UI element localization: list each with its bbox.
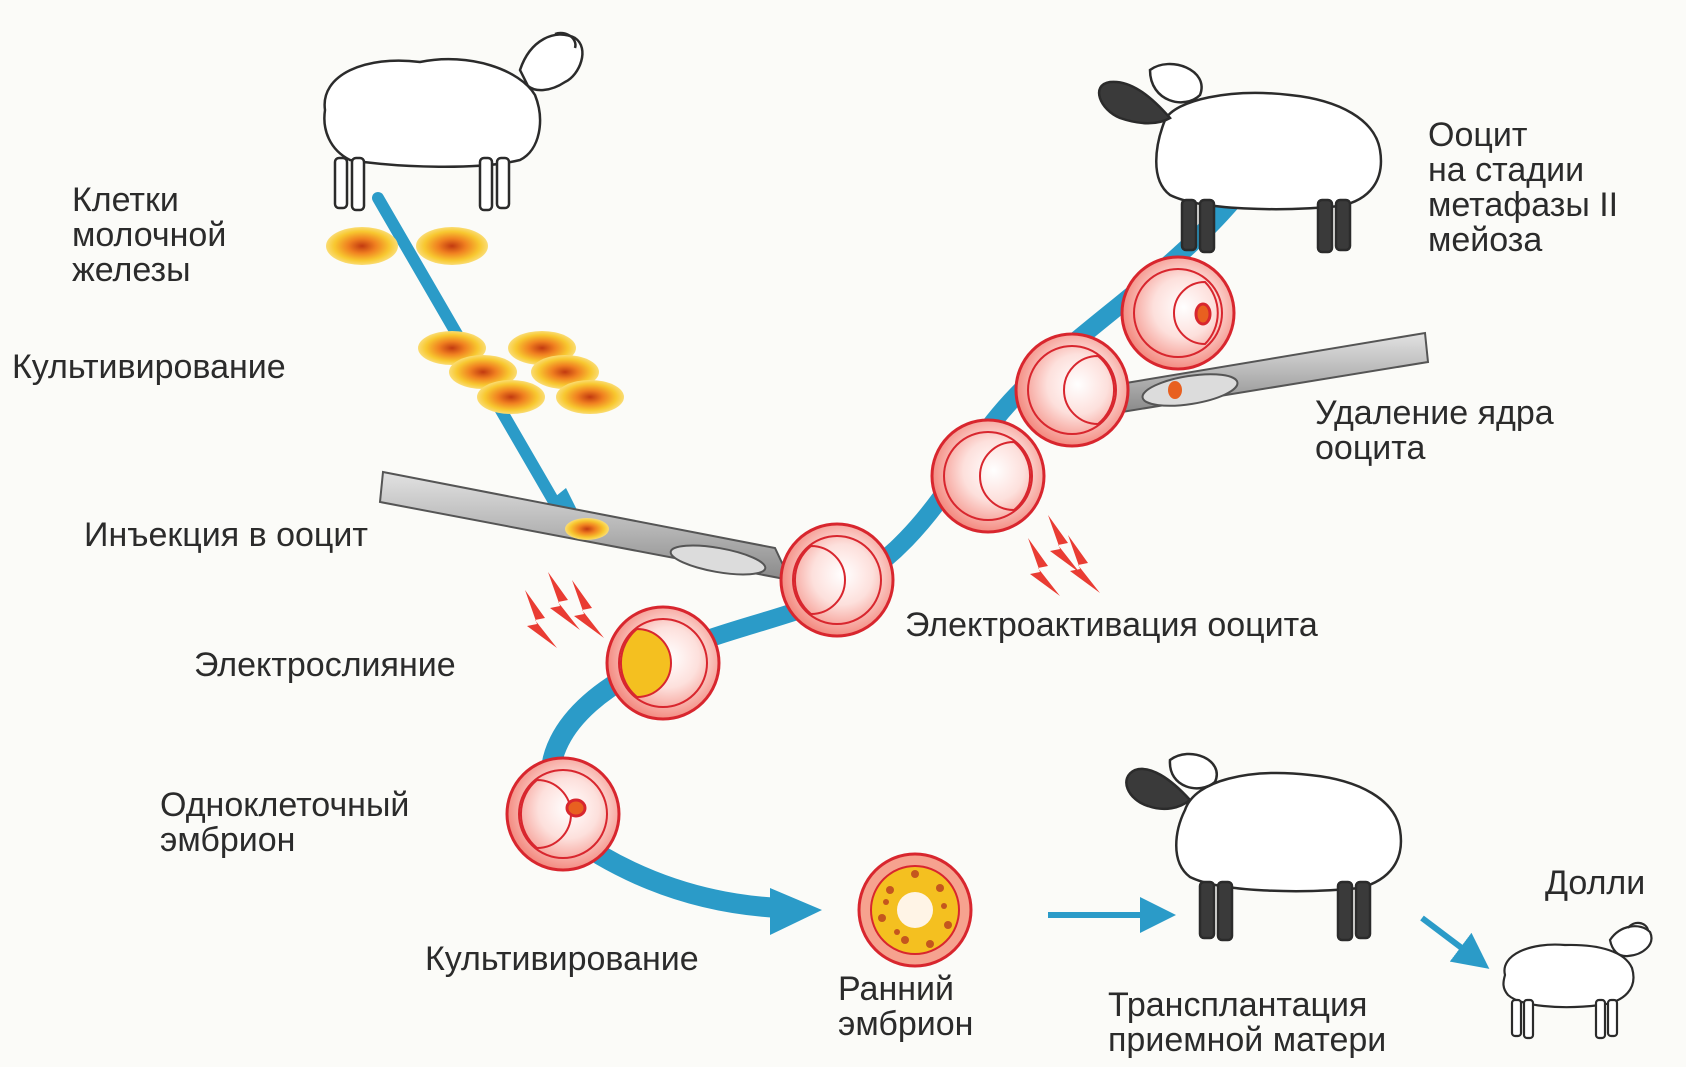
label-injection: Инъекция в ооцит: [84, 518, 368, 553]
donor-cell: [556, 380, 624, 414]
surrogate-sheep-icon: [1126, 754, 1401, 940]
label-electroactivation: Электроактивация ооцита: [905, 608, 1318, 643]
donor-cell: [416, 227, 488, 265]
spark-icon: [548, 572, 580, 630]
donor-sheep-icon: [324, 33, 582, 210]
path-embryo-to-cultivation: [600, 855, 780, 908]
label-early-embryo: Ранний эмбрион: [838, 972, 973, 1042]
label-cultivation-top: Культивирование: [12, 350, 286, 385]
spark-icon: [1048, 515, 1080, 573]
label-oocyte-metaphase: Ооцит на стадии метафазы II мейоза: [1428, 118, 1618, 258]
oocyte-empty: [932, 420, 1044, 532]
donor-cell: [326, 227, 398, 265]
donor-cell: [477, 380, 545, 414]
oocyte-with-nucleus: [1122, 257, 1234, 369]
label-cultivation-bottom: Культивирование: [425, 942, 699, 977]
egg-donor-sheep-icon: [1099, 64, 1381, 252]
oocyte-enucleated: [1016, 334, 1128, 446]
label-enucleation: Удаление ядра ооцита: [1315, 396, 1554, 466]
oocyte-fused: [607, 607, 719, 719]
spark-icon: [572, 580, 604, 638]
injection-pipette: [380, 472, 790, 580]
spark-icon: [1028, 538, 1060, 596]
oocyte-injected: [781, 524, 893, 636]
spark-icon: [525, 590, 557, 648]
dolly-lamb-icon: [1503, 923, 1651, 1038]
label-one-cell-embryo: Одноклеточный эмбрион: [160, 788, 409, 858]
label-transplant: Трансплантация приемной матери: [1108, 988, 1386, 1058]
cultured-cells: [418, 331, 624, 414]
arrowhead-cultivation: [770, 888, 822, 935]
arrow-to-dolly: [1422, 918, 1475, 958]
electroactivation-sparks: [1028, 515, 1100, 596]
one-cell-embryo: [507, 758, 619, 870]
label-electrofusion: Электрослияние: [194, 648, 456, 683]
early-embryo: [859, 854, 971, 966]
label-mammary-cells: Клетки молочной железы: [72, 183, 226, 288]
electrofusion-sparks: [525, 572, 604, 648]
label-dolly: Долли: [1545, 866, 1645, 901]
